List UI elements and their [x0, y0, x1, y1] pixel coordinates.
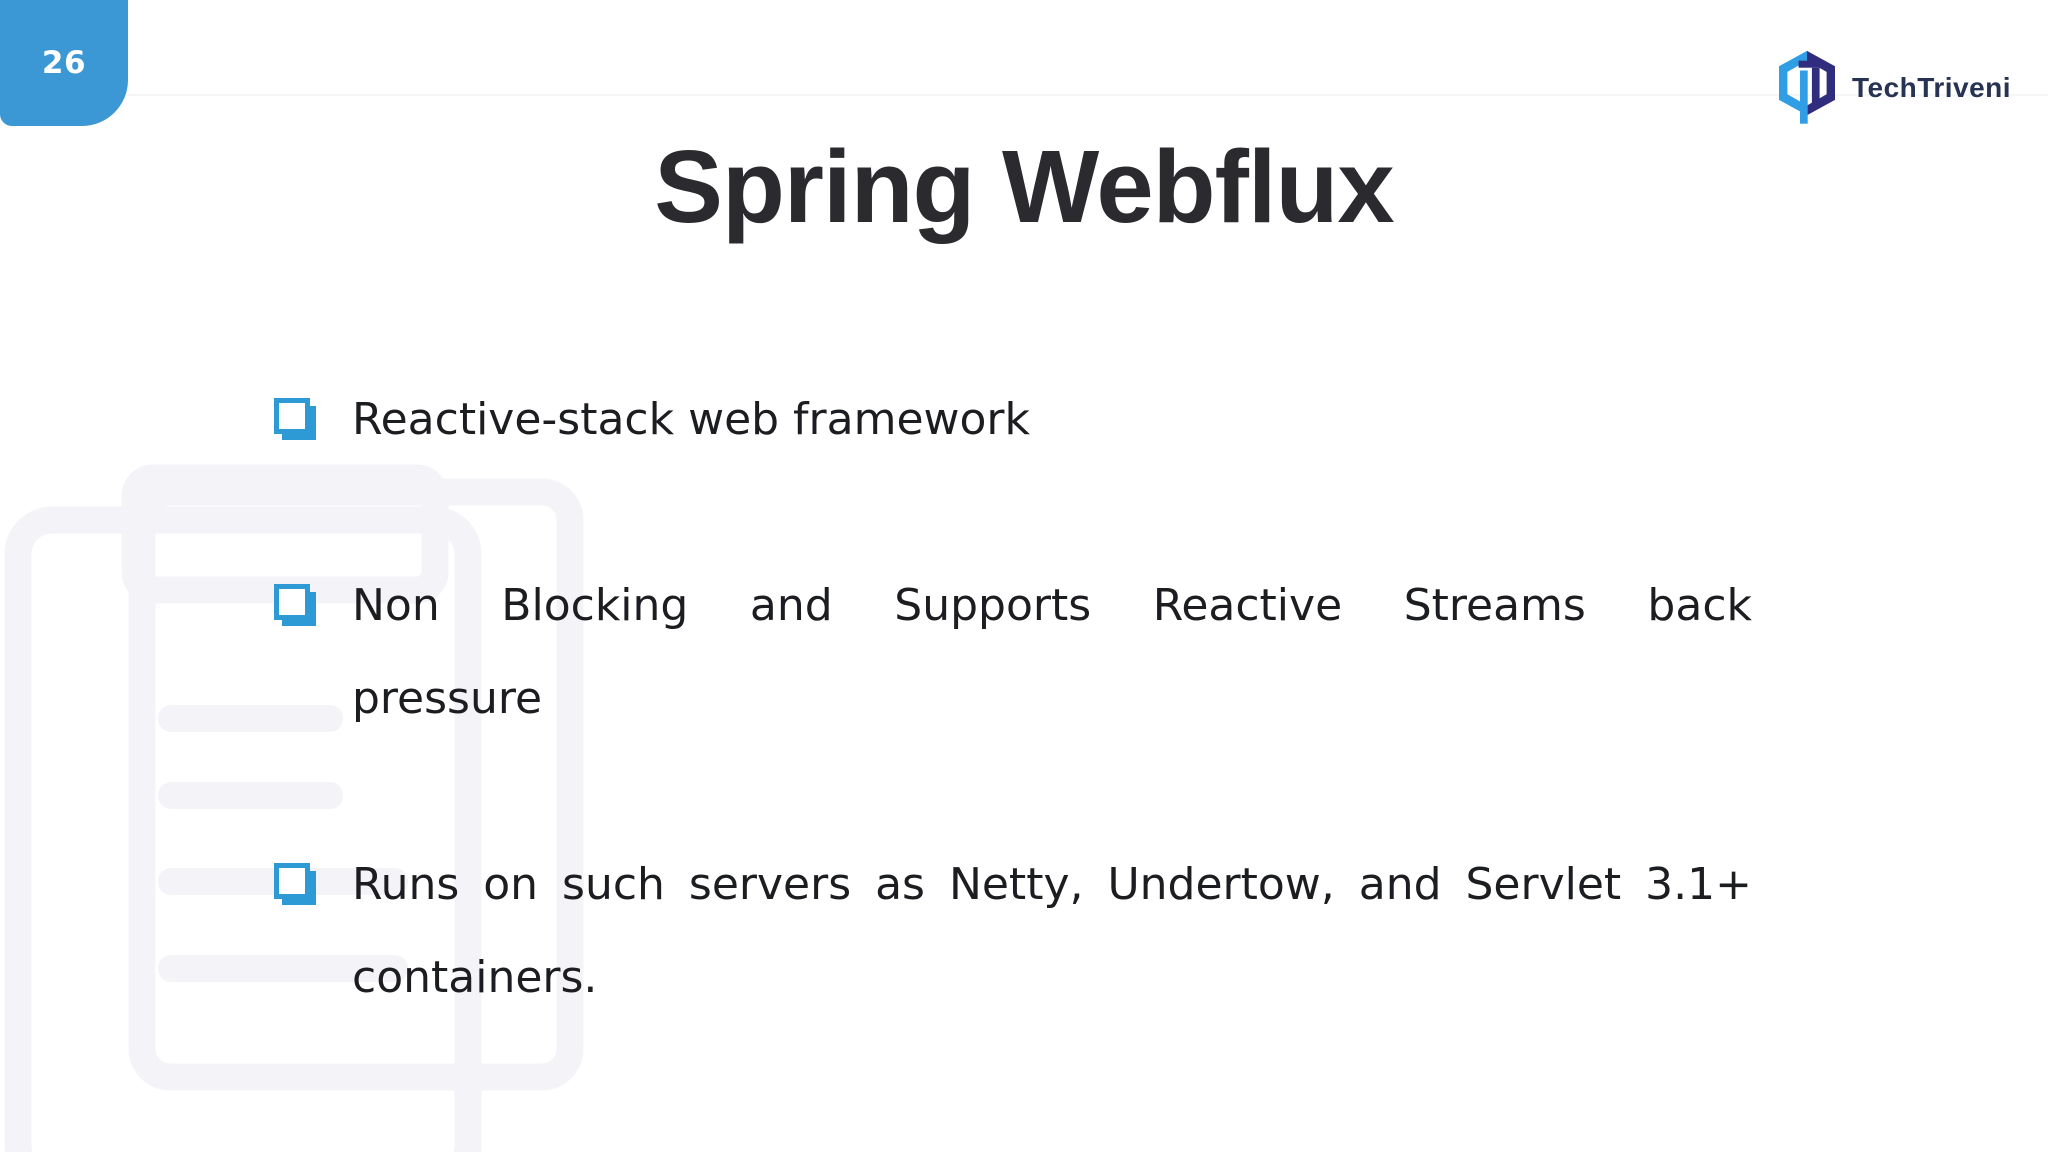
- bullet-text-line: Non Blocking and Supports Reactive Strea…: [352, 580, 1752, 631]
- bullet-text-line: Runs on such servers as Netty, Undertow,…: [352, 859, 1752, 910]
- bullet-text-line: containers.: [352, 952, 598, 1003]
- header-divider: [0, 94, 2048, 96]
- page-number: 26: [41, 45, 87, 81]
- bullet-item: Runs on such servers as Netty, Undertow,…: [272, 838, 1762, 1024]
- techtriveni-logo-icon: [1772, 46, 1842, 130]
- bullet-text: Non Blocking and Supports Reactive Strea…: [352, 559, 1752, 745]
- bullet-list: Reactive-stack web framework Non Blockin…: [272, 373, 1762, 1024]
- checkbox-bullet-icon: [274, 398, 310, 434]
- checkbox-bullet-icon: [274, 863, 310, 899]
- page-number-badge: 26: [0, 0, 128, 126]
- logo: TechTriveni: [1772, 46, 2011, 130]
- bullet-text: Runs on such servers as Netty, Undertow,…: [352, 838, 1752, 1024]
- bullet-item: Reactive-stack web framework: [272, 373, 1762, 466]
- bullet-text-line: Reactive-stack web framework: [352, 394, 1031, 445]
- page-title: Spring Webflux: [654, 129, 1394, 244]
- logo-text: TechTriveni: [1852, 72, 2012, 103]
- bullet-text-line: pressure: [352, 673, 543, 724]
- checkbox-bullet-icon: [274, 584, 310, 620]
- bullet-item: Non Blocking and Supports Reactive Strea…: [272, 559, 1762, 745]
- bullet-text: Reactive-stack web framework: [352, 373, 1752, 466]
